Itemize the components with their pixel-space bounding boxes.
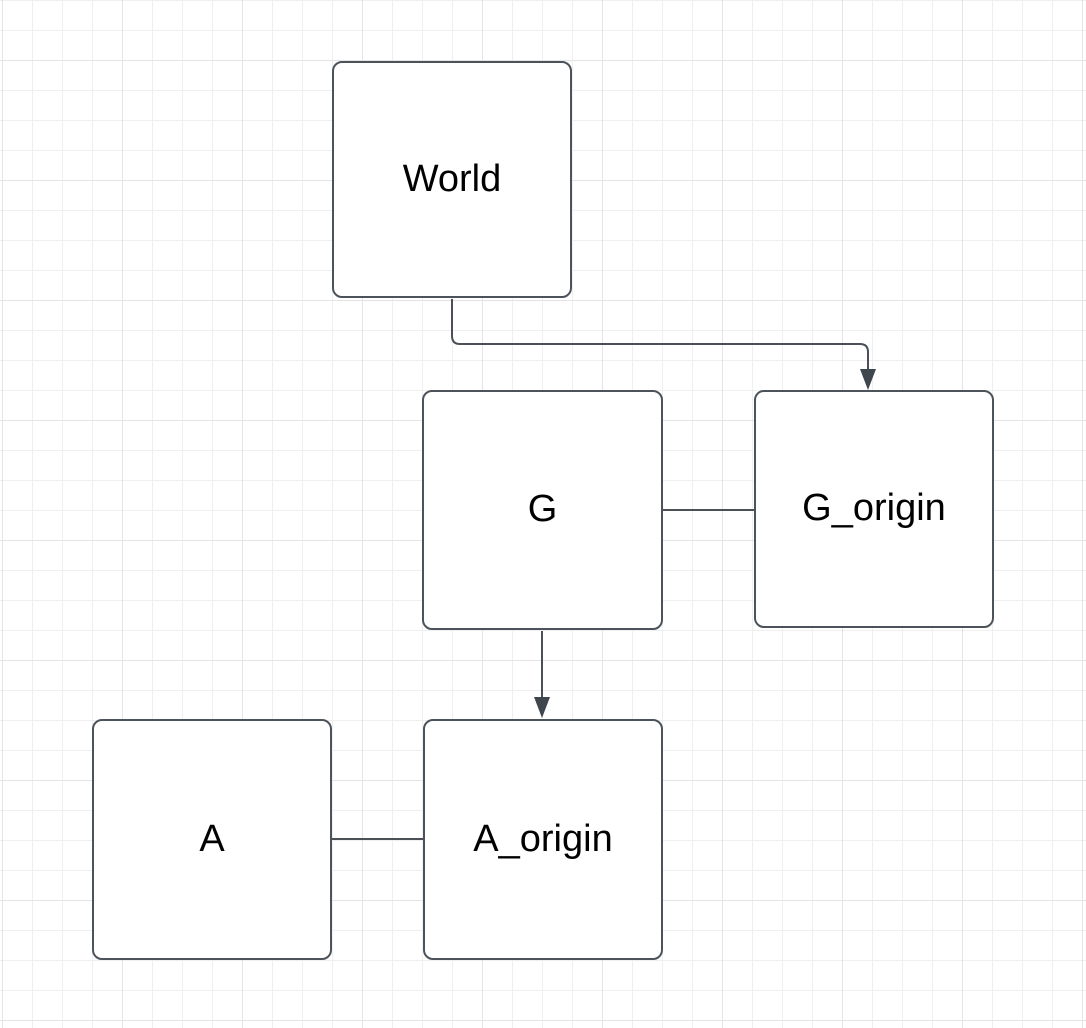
node-g[interactable]: G	[422, 390, 663, 630]
node-a-origin[interactable]: A_origin	[423, 719, 663, 960]
node-a-origin-label: A_origin	[473, 817, 613, 860]
node-g-origin[interactable]: G_origin	[754, 390, 994, 628]
arrowhead-icon	[534, 697, 550, 718]
node-world[interactable]: World	[332, 61, 572, 298]
node-g-origin-label: G_origin	[802, 487, 946, 530]
edge-world-to-g-origin[interactable]	[451, 299, 876, 390]
node-a-label: A	[199, 817, 225, 860]
edge-g-to-a-origin[interactable]	[534, 631, 550, 718]
node-world-label: World	[402, 157, 502, 200]
node-g-label: G	[527, 488, 558, 531]
arrowhead-icon	[860, 369, 876, 390]
node-a[interactable]: A	[92, 719, 332, 960]
